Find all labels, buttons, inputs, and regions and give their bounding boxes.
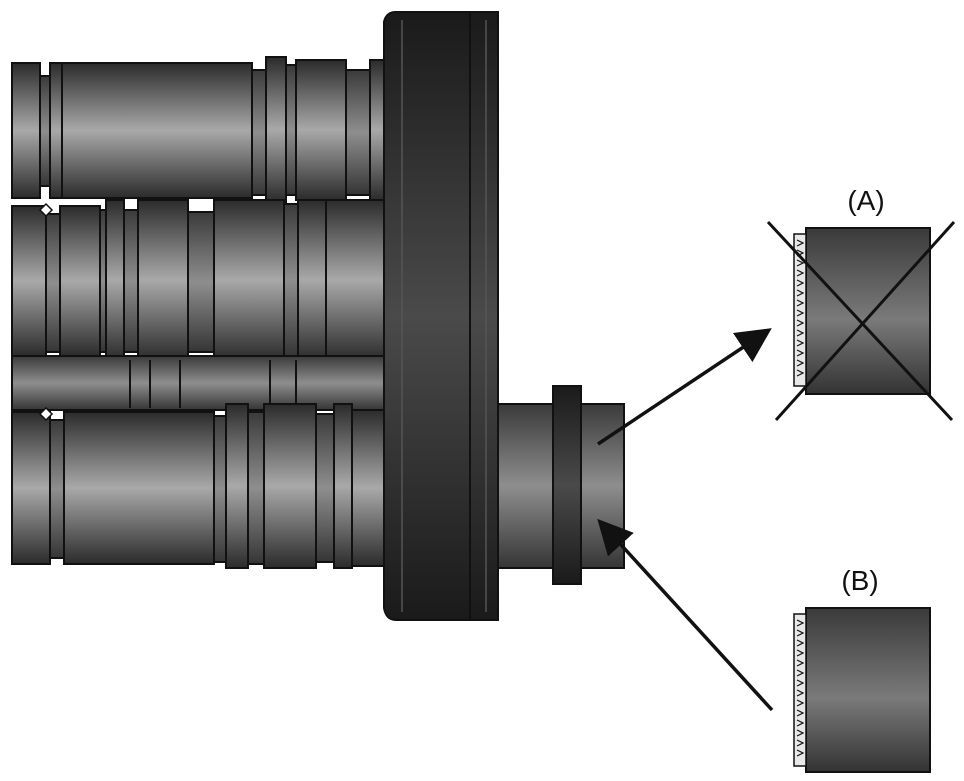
- contact-pad: [796, 319, 805, 327]
- contact-pad: [796, 719, 805, 727]
- contact-pad: [796, 639, 805, 647]
- contact-pad: [796, 289, 805, 297]
- detail-a-group: (A): [766, 185, 956, 422]
- cross-line-1: [766, 220, 954, 422]
- lens-barrel-middle: [11, 199, 385, 361]
- label-b: (B): [841, 565, 878, 596]
- contact-pad: [796, 269, 805, 277]
- contact-pad: [796, 339, 805, 347]
- contact-pad: [796, 729, 805, 737]
- lens-barrel-bottom: [11, 403, 385, 569]
- detail-b-pad-strip: [793, 613, 807, 767]
- lens-barrel-stack: [11, 56, 385, 569]
- arrow-from-b: [597, 518, 774, 712]
- contact-pad: [796, 329, 805, 337]
- label-a: (A): [847, 185, 884, 216]
- detail-a-body: [805, 227, 931, 395]
- detail-b-body: [805, 607, 931, 773]
- contact-pad: [796, 649, 805, 657]
- contact-pad: [796, 279, 805, 287]
- contact-pad: [796, 239, 805, 247]
- output-tube: [497, 385, 625, 585]
- contact-pad: [796, 709, 805, 717]
- detail-a-pad-strip: [793, 233, 807, 387]
- contact-pad: [796, 629, 805, 637]
- contact-pad: [796, 699, 805, 707]
- contact-pad: [796, 359, 805, 367]
- contact-pad: [796, 369, 805, 377]
- contact-pad: [796, 659, 805, 667]
- contact-pad: [796, 669, 805, 677]
- contact-pad: [796, 309, 805, 317]
- contact-pad: [796, 689, 805, 697]
- contact-pad: [796, 749, 805, 757]
- notch-marker-bottom: [38, 406, 54, 422]
- detail-b-pads: [796, 619, 805, 757]
- contact-pad: [796, 679, 805, 687]
- notch-marker-top: [38, 202, 54, 218]
- arrow-to-a: [597, 328, 772, 446]
- contact-pad: [796, 259, 805, 267]
- cross-line-2: [774, 220, 956, 422]
- contact-pad: [796, 299, 805, 307]
- contact-pad: [796, 619, 805, 627]
- lens-barrel-connector: [11, 355, 385, 411]
- contact-pad: [796, 739, 805, 747]
- detail-b-group: (B): [793, 565, 931, 773]
- lens-barrel-top: [11, 56, 385, 203]
- contact-pad: [796, 349, 805, 357]
- mounting-flange: [383, 11, 499, 621]
